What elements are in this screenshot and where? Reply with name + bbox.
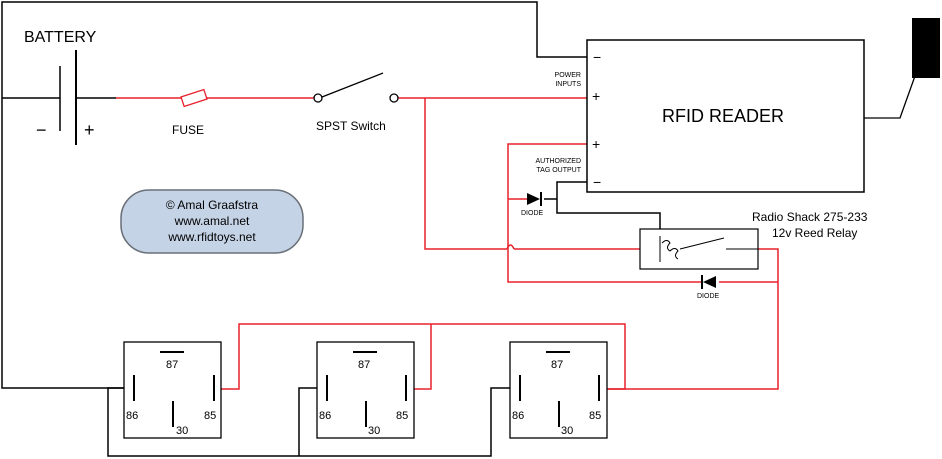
- relay3-pin86: 86: [512, 410, 524, 422]
- diode-left-label: DIODE: [521, 210, 544, 217]
- antenna-label: ANTENNA: [915, 24, 921, 53]
- automotive-relay-3: 87 86 85 30: [509, 341, 608, 439]
- rfid-reader-label: RFID READER: [662, 106, 784, 126]
- relay1-pin30: 30: [176, 425, 188, 437]
- automotive-relay-1: 87 86 85 30: [123, 341, 222, 439]
- credit-line-3: www.rfidtoys.net: [167, 230, 256, 244]
- relay2-pin85: 85: [396, 410, 408, 422]
- diode-left-symbol: [527, 192, 542, 206]
- reed-relay-label-1: Radio Shack 275-233: [752, 210, 868, 224]
- credit-badge: [120, 189, 304, 254]
- relay2-pin87: 87: [358, 359, 370, 371]
- relay2-pin30: 30: [368, 425, 380, 437]
- relay3-pin85: 85: [589, 410, 601, 422]
- reader-pin-3: +: [592, 136, 600, 152]
- reed-relay-internals: [659, 236, 758, 262]
- ground-wire-left: [1, 98, 134, 389]
- authorized-label-2: TAG OUTPUT: [536, 167, 581, 174]
- fuse-symbol: [180, 88, 208, 108]
- power-wire-relay-link: [214, 323, 626, 390]
- ground-wire-top: [1, 1, 587, 98]
- relay3-pin30: 30: [561, 425, 573, 437]
- authorized-label-1: AUTHORIZED: [536, 158, 582, 165]
- battery-minus-label: −: [36, 120, 47, 140]
- ground-wires: [1, 1, 661, 457]
- power-wire-right: [599, 248, 779, 390]
- antenna-block: [912, 18, 940, 78]
- antenna-wire: [864, 61, 921, 119]
- power-wires: [116, 97, 779, 390]
- power-inputs-label-1: POWER: [555, 72, 581, 79]
- spst-switch-symbol: [313, 72, 399, 103]
- power-wire-authorized: [507, 143, 662, 283]
- reed-relay-label-2: 12v Reed Relay: [772, 226, 857, 240]
- relay1-pin87: 87: [166, 359, 178, 371]
- reader-pin-1: −: [593, 49, 601, 65]
- automotive-relay-2: 87 86 85 30: [316, 341, 415, 439]
- diode-right-symbol: [701, 275, 716, 289]
- battery-plus-label: +: [84, 120, 95, 140]
- fuse-label: FUSE: [172, 123, 204, 137]
- relay2-pin86: 86: [319, 410, 331, 422]
- credit-line-2: www.amal.net: [174, 214, 250, 228]
- wire-crossing-hump: [506, 244, 515, 250]
- battery-label: BATTERY: [24, 29, 97, 46]
- power-wire-feed-relay: [424, 98, 507, 250]
- relay3-pin87: 87: [551, 359, 563, 371]
- reader-pin-2: +: [592, 88, 600, 104]
- diode-right-label: DIODE: [697, 293, 720, 300]
- ground-wire-reader-to-relay: [556, 181, 661, 236]
- relay1-pin86: 86: [126, 410, 138, 422]
- credit-line-1: © Amal Graafstra: [166, 198, 259, 212]
- reader-pin-4: −: [593, 174, 601, 190]
- battery-symbol: [2, 50, 116, 145]
- rfid-reader-box: [586, 39, 865, 193]
- power-inputs-label-2: INPUTS: [555, 81, 581, 88]
- relay1-pin85: 85: [204, 410, 216, 422]
- switch-label: SPST Switch: [316, 119, 386, 133]
